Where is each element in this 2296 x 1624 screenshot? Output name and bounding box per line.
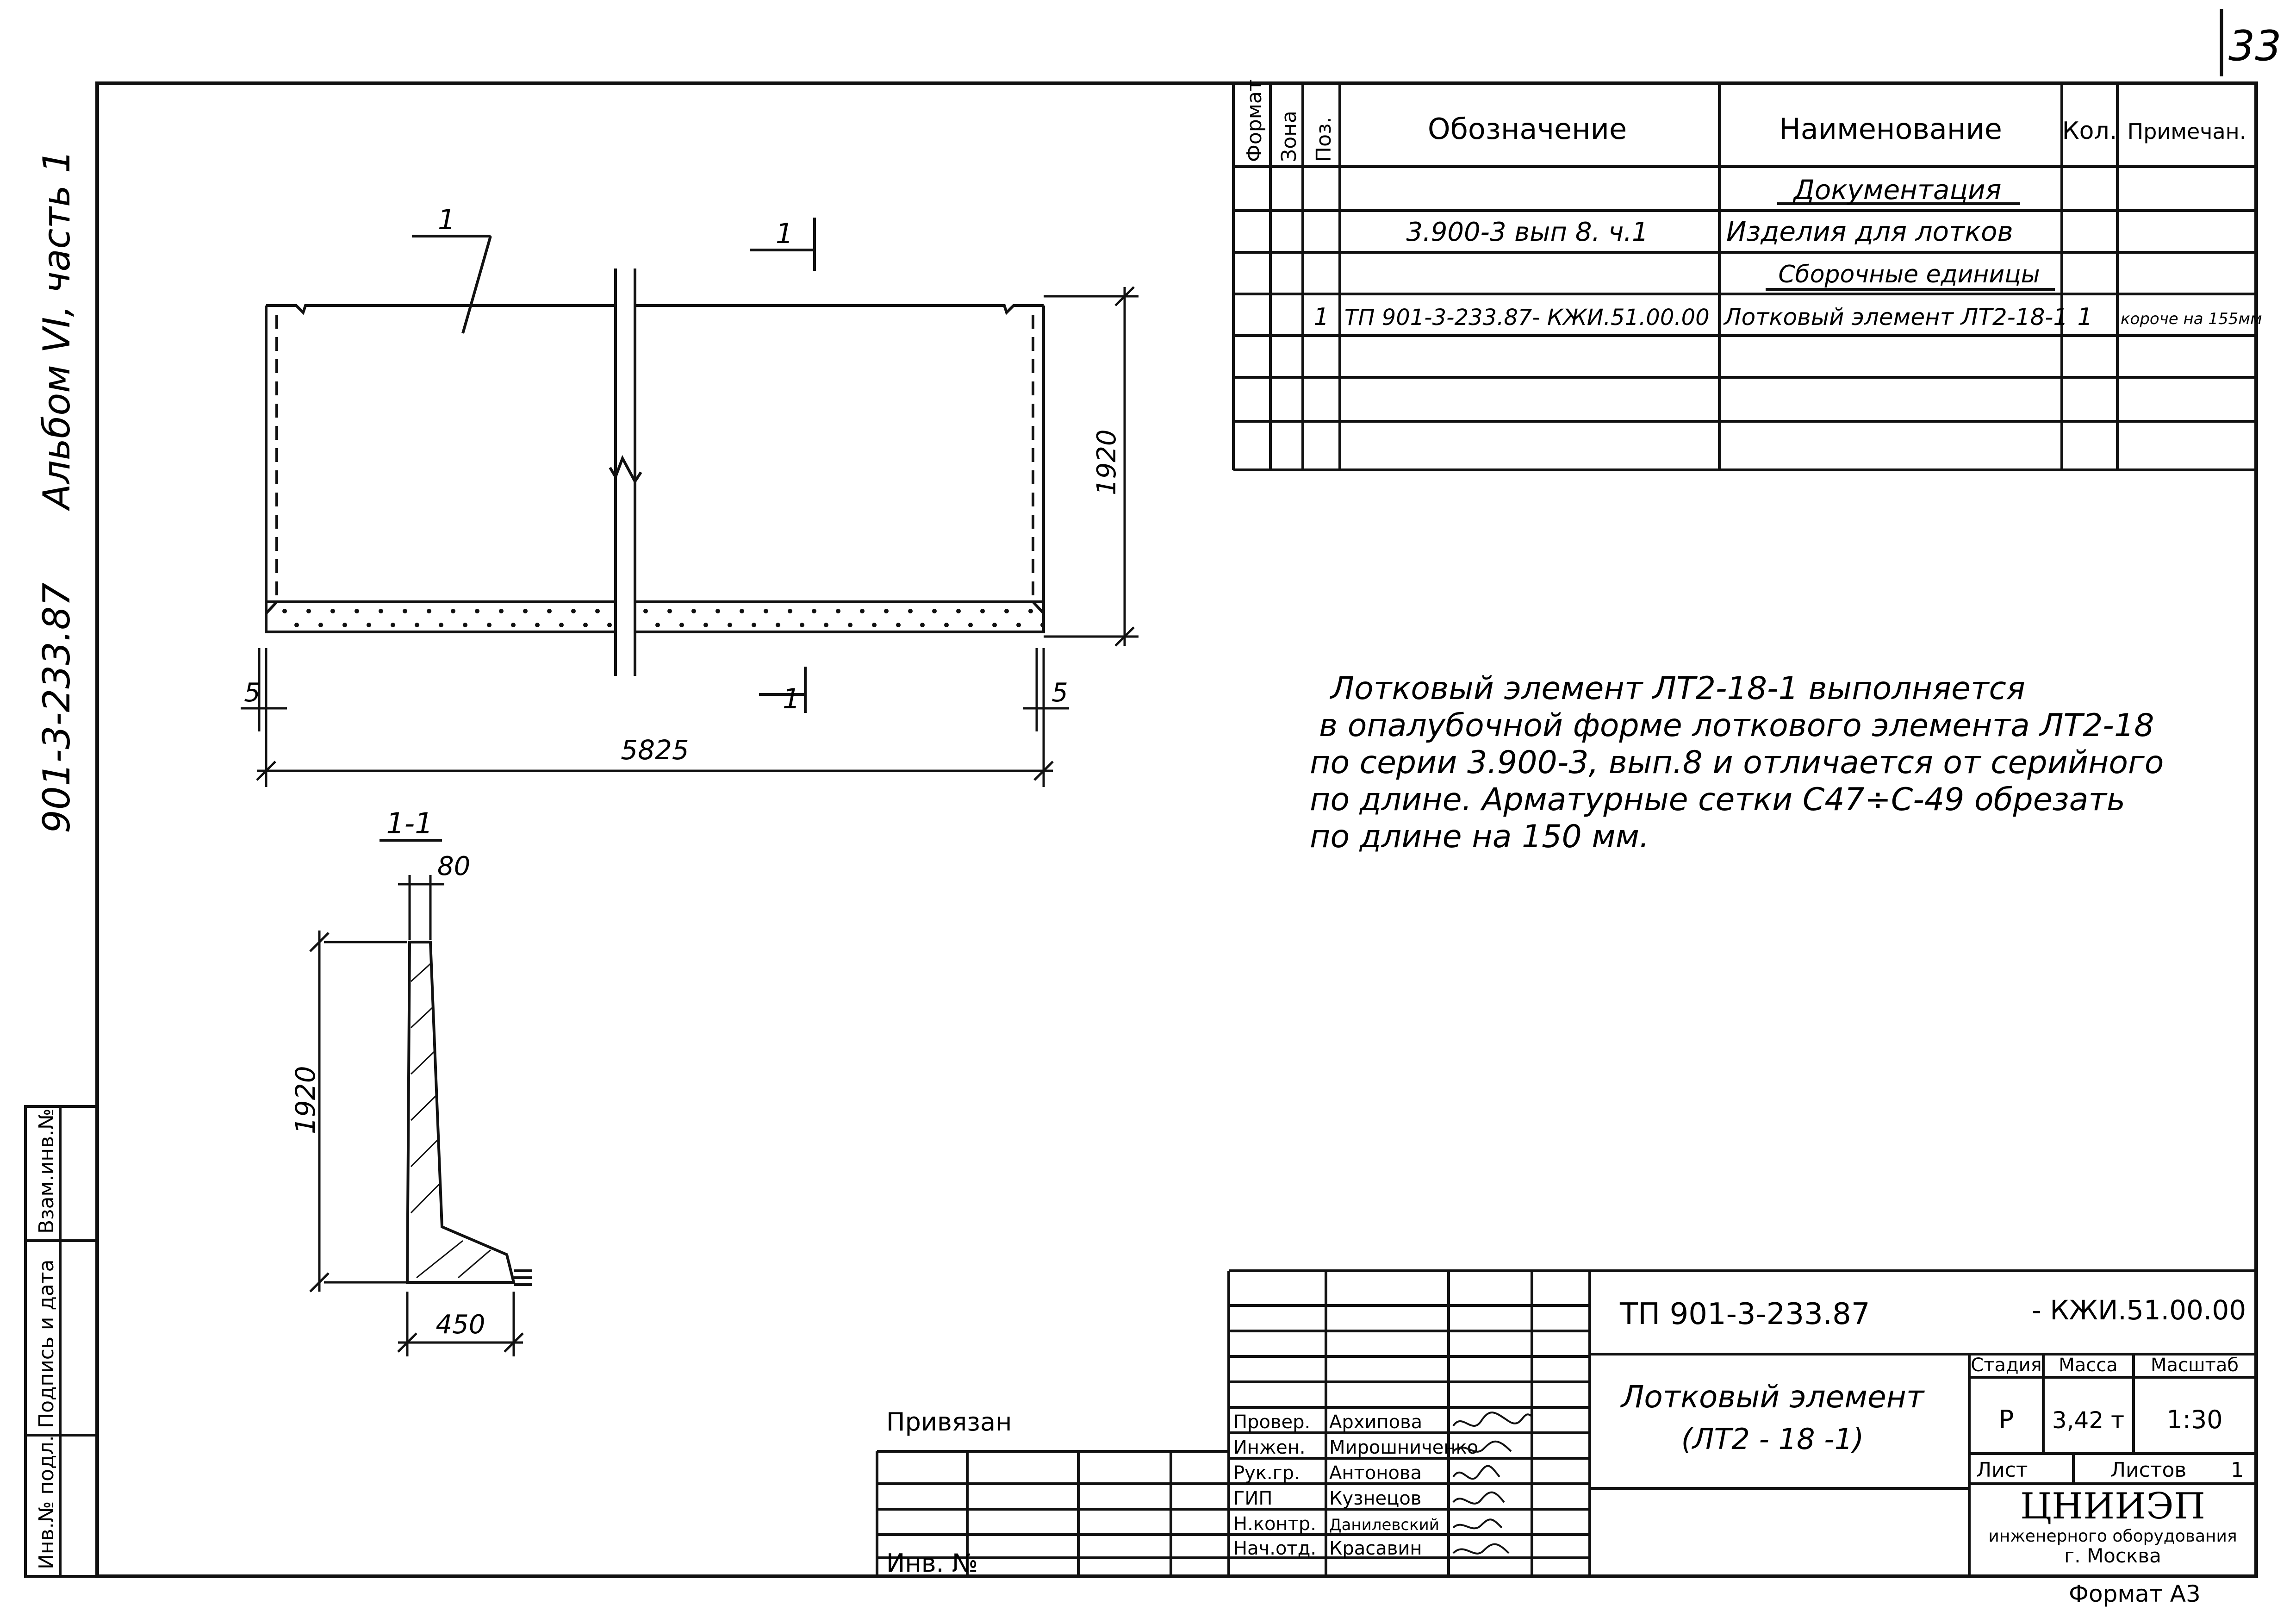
drawing-title-line-1: Лотковый элемент	[1620, 1379, 1925, 1415]
trough-elevation	[265, 304, 1045, 633]
row-item-pos: 1	[1313, 303, 1329, 331]
sheet-label: Лист	[1976, 1458, 2028, 1482]
sheet-format: Формат А3	[2069, 1580, 2201, 1607]
mass-header: Масса	[2059, 1355, 2118, 1376]
note-line-3: по серии 3.900-3, вып.8 и отличается от …	[1310, 744, 2164, 781]
stamp-replace-label: Взам.инв.№	[35, 1108, 58, 1234]
staff-name: Красавин	[1329, 1538, 1422, 1559]
sheet-frame	[95, 81, 2258, 1578]
hdr-qty: Кол.	[2062, 117, 2117, 145]
sheets-label: Листов	[2110, 1458, 2186, 1482]
staff-name: Мирошниченко	[1329, 1437, 1478, 1458]
stage-value: Р	[1999, 1405, 2014, 1434]
note-line-4: по длине. Арматурные сетки С47÷С-49 обре…	[1310, 781, 2125, 818]
section-height-dim: 1920	[290, 1066, 321, 1134]
section-profile	[405, 941, 532, 1286]
row-series-name: Изделия для лотков	[1726, 216, 2013, 247]
staff-name: Архипова	[1329, 1412, 1422, 1433]
row-assembly-units: Сборочные единицы	[1778, 261, 2040, 288]
row-item-designation: ТП 901-3-233.87- КЖИ.51.00.00	[1344, 305, 1710, 331]
row-documentation: Документация	[1792, 174, 2002, 206]
section-top-width-dim: 80	[437, 851, 470, 881]
staff-name: Кузнецов	[1329, 1488, 1421, 1509]
bound-label: Привязан	[886, 1407, 1012, 1437]
staff-role: Нач.отд.	[1233, 1538, 1316, 1559]
drawing-title-line-2: (ЛТ2 - 18 -1)	[1681, 1422, 1864, 1456]
hdr-note: Примечан.	[2128, 119, 2246, 144]
title-block-grid	[876, 1269, 2256, 1576]
staff-role: Инжен.	[1233, 1437, 1306, 1458]
org-line-2: инженерного оборудования	[1988, 1527, 2237, 1546]
stamp-inv-label: Инв.№ подл.	[35, 1435, 58, 1569]
left-offset-dim: 5	[244, 678, 261, 708]
note-line-2: в опалубочной форме лоткового элемента Л…	[1319, 707, 2154, 744]
hdr-pos: Поз.	[1312, 117, 1336, 162]
hdr-zone: Зона	[1277, 111, 1301, 162]
staff-role: ГИП	[1233, 1488, 1272, 1509]
staff-role: Рук.гр.	[1233, 1462, 1300, 1484]
section-mark-top: 1	[776, 218, 793, 250]
stamp-sign-label: Подпись и дата	[35, 1260, 58, 1428]
elevation-height-dim: 1920	[1092, 429, 1122, 495]
page-number: 33	[2228, 22, 2282, 70]
org-city: г. Москва	[2064, 1544, 2161, 1567]
series-label: 901-3-233.87	[35, 583, 78, 833]
doc-code: ТП 901-3-233.87	[1619, 1297, 1870, 1331]
leader-pos-1: 1	[438, 204, 455, 236]
staff-list: Провер. Архипова Инжен. Мирошниченко Рук…	[1233, 1412, 1478, 1559]
note-line-5: по длине на 150 мм.	[1310, 818, 1649, 855]
staff-role: Провер.	[1233, 1412, 1310, 1433]
hdr-designation: Обозначение	[1428, 112, 1627, 146]
elevation-length-dim: 5825	[621, 734, 689, 766]
staff-name: Антонова	[1329, 1462, 1422, 1484]
section-hatch	[410, 962, 491, 1279]
note-line-1: Лотковый элемент ЛТ2-18-1 выполняется	[1329, 670, 2025, 707]
scale-value: 1:30	[2166, 1405, 2222, 1434]
mass-value: 3,42 т	[2052, 1407, 2124, 1434]
hdr-format: Формат	[1243, 79, 1266, 162]
row-item-qty: 1	[2077, 303, 2092, 331]
row-item-name: Лотковый элемент ЛТ2-18-1	[1723, 304, 2068, 331]
section-mark-bottom: 1	[783, 683, 800, 715]
org-name: ЦНИИЭП	[2020, 1486, 2205, 1527]
staff-name: Данилевский	[1329, 1516, 1439, 1534]
inv-label: Инв. №	[886, 1549, 978, 1578]
sheets-count: 1	[2231, 1458, 2244, 1482]
spec-table	[1232, 83, 2256, 471]
row-item-note: короче на 155мм	[2121, 310, 2262, 328]
note-block: Лотковый элемент ЛТ2-18-1 выполняется в …	[1310, 670, 2164, 855]
signature-marks	[1452, 1412, 1533, 1555]
stage-header: Стадия	[1971, 1355, 2041, 1376]
staff-role: Н.контр.	[1233, 1513, 1316, 1535]
hdr-name: Наименование	[1779, 112, 2002, 146]
album-label: Альбом VI, часть 1	[35, 150, 78, 512]
slab-dots	[282, 609, 1045, 627]
left-stamp	[24, 1105, 99, 1578]
scale-header: Масштаб	[2151, 1355, 2239, 1376]
doc-suffix: - КЖИ.51.00.00	[2032, 1294, 2246, 1326]
section-title: 1-1	[386, 806, 433, 840]
section-base-width-dim: 450	[436, 1310, 485, 1340]
row-series-designation: 3.900-3 вып 8. ч.1	[1406, 217, 1648, 247]
right-offset-dim: 5	[1052, 678, 1068, 708]
